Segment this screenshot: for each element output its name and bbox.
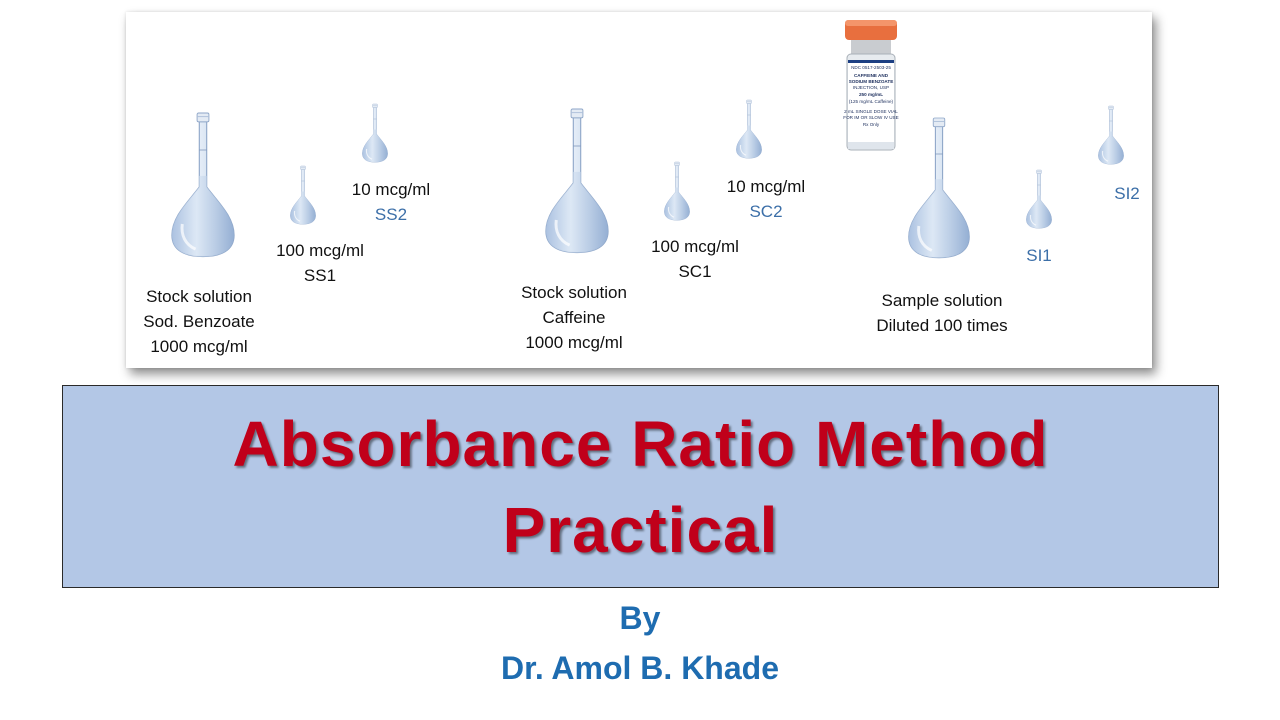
flask-sc2-icon bbox=[735, 99, 763, 159]
flask-ss1-icon bbox=[289, 165, 317, 225]
stock-label-caffeine: Stock solution Caffeine 1000 mcg/ml bbox=[504, 280, 644, 355]
sample-label-line: Diluted 100 times bbox=[876, 316, 1008, 335]
conc-label: 10 mcg/ml bbox=[726, 177, 806, 196]
code-label: SC1 bbox=[678, 262, 712, 281]
vial-label-line: FOR IM OR SLOW IV USE bbox=[843, 115, 898, 120]
stock-label-line: Stock solution bbox=[146, 287, 252, 306]
label-si1: SI1 bbox=[1026, 246, 1052, 265]
flask-ss2-icon bbox=[361, 103, 389, 163]
stock-label-line: Stock solution bbox=[521, 283, 627, 302]
stock-label-sod-benzoate: Stock solution Sod. Benzoate 1000 mcg/ml bbox=[129, 284, 269, 359]
label-sc2: 10 mcg/ml SC2 bbox=[706, 174, 826, 224]
vial-label-line: Rx Only bbox=[863, 122, 880, 127]
title-line-2: Practical bbox=[502, 493, 779, 566]
flask-dilution-diagram: Stock solution Sod. Benzoate 1000 mcg/ml… bbox=[126, 12, 1152, 368]
conc-label: 10 mcg/ml bbox=[351, 180, 431, 199]
label-sc1: 100 mcg/ml SC1 bbox=[635, 234, 755, 284]
flask-si1-icon bbox=[1025, 169, 1053, 229]
stock-label-line: 1000 mcg/ml bbox=[525, 333, 623, 352]
code-label: SS2 bbox=[374, 205, 408, 224]
author-name: Dr. Amol B. Khade bbox=[501, 650, 779, 686]
flask-sc1-icon bbox=[663, 161, 691, 221]
flask-si2-icon bbox=[1097, 105, 1125, 165]
stock-label-line: Caffeine bbox=[542, 308, 606, 327]
label-ss2: 10 mcg/ml SS2 bbox=[331, 177, 451, 227]
label-ss1: 100 mcg/ml SS1 bbox=[260, 238, 380, 288]
code-label: SS1 bbox=[303, 266, 337, 285]
vial-label-line: INJECTION, USP bbox=[853, 85, 889, 90]
stock-flask-sod-benzoate-icon bbox=[170, 111, 236, 259]
by-label: By bbox=[619, 600, 661, 636]
sample-label: Sample solution Diluted 100 times bbox=[853, 288, 1031, 338]
title-line-1: Absorbance Ratio Method bbox=[232, 407, 1049, 480]
title-banner: Absorbance Ratio Method Practical bbox=[62, 385, 1219, 588]
vial-label-line: CAFFEINE AND bbox=[854, 73, 889, 78]
vial-label-line: (125 mg/mL Caffeine) bbox=[849, 99, 894, 104]
conc-label: 100 mcg/ml bbox=[276, 241, 364, 260]
label-si2: SI2 bbox=[1114, 184, 1140, 203]
vial-label-line: 250 mg/mL bbox=[859, 92, 883, 97]
vial-label-line: NDC 0517-2503-25 bbox=[851, 65, 891, 70]
code-label: SC2 bbox=[749, 202, 783, 221]
vial-label-line: 2 mL SINGLE DOSE VIAL bbox=[844, 109, 898, 114]
caffeine-sodium-benzoate-vial-icon: NDC 0517-2503-25 CAFFEINE AND SODIUM BEN… bbox=[843, 20, 899, 151]
stock-flask-caffeine-icon bbox=[544, 107, 610, 255]
sample-label-line: Sample solution bbox=[881, 291, 1003, 310]
stock-label-line: 1000 mcg/ml bbox=[150, 337, 248, 356]
vial-label-line: SODIUM BENZOATE bbox=[849, 79, 894, 84]
sample-flask-icon bbox=[906, 116, 972, 260]
stock-label-line: Sod. Benzoate bbox=[143, 312, 255, 331]
conc-label: 100 mcg/ml bbox=[651, 237, 739, 256]
